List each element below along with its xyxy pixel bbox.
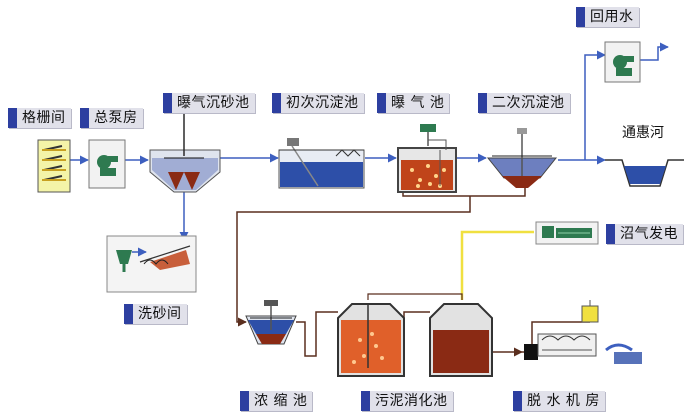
label-biogas-power: 沼气发电 [606,224,683,244]
label-tag [478,93,487,113]
label-text: 二次沉淀池 [492,95,565,111]
river-basin [605,159,684,187]
label-tag [272,93,281,113]
label-secondary-clarifier: 二次沉淀池 [478,93,570,113]
label-text: 污泥消化池 [375,393,448,409]
sand-washing-equipment [106,235,197,293]
label-tag [513,391,522,411]
secondary-clarifier [486,128,558,188]
biogas-pipe [460,230,534,300]
label-tag [576,7,585,27]
label-tag [606,224,615,244]
label-tag [124,304,133,324]
label-text: 初次沉淀池 [286,95,359,111]
label-text: 格栅间 [22,110,66,126]
aerated-grit-chamber [149,108,221,193]
label-sand-washing: 洗砂间 [124,304,187,324]
sludge-pipes [236,188,590,367]
aeration-tank [397,124,457,193]
label-text: 回用水 [590,9,634,25]
label-tag [240,391,249,411]
label-aeration-tank: 曝 气 池 [377,93,450,113]
label-dewatering: 脱 水 机 房 [513,391,605,411]
label-tag [80,108,89,128]
label-river: 通惠河 [622,125,664,141]
sludge-thickener [245,300,297,345]
label-grille: 格栅间 [8,108,71,128]
primary-clarifier [278,138,365,189]
label-tag [8,108,17,128]
label-tag [163,93,172,113]
label-thickener: 浓 缩 池 [240,391,313,411]
label-primary-clarifier: 初次沉淀池 [272,93,364,113]
label-tag [377,93,386,113]
label-reuse-water: 回用水 [576,7,639,27]
label-aerated-grit: 曝气沉砂池 [163,93,255,113]
sludge-digester-secondary [429,303,493,377]
label-tag [361,391,370,411]
label-text: 曝 气 池 [391,95,445,111]
label-text: 脱 水 机 房 [527,393,600,409]
sludge-digester-primary [337,303,405,377]
label-text: 洗砂间 [138,306,182,322]
label-digester: 污泥消化池 [361,391,453,411]
reuse-water-unit [604,41,641,83]
water-flow-pipes [70,42,669,241]
grille-screen [37,139,71,193]
dewatering-equipment [524,300,642,364]
pump [88,139,126,189]
label-text: 总泵房 [94,110,138,126]
biogas-generator [535,221,599,245]
label-text: 曝气沉砂池 [177,95,250,111]
label-pump-house: 总泵房 [80,108,143,128]
label-text: 浓 缩 池 [254,393,308,409]
label-text: 沼气发电 [620,226,678,242]
